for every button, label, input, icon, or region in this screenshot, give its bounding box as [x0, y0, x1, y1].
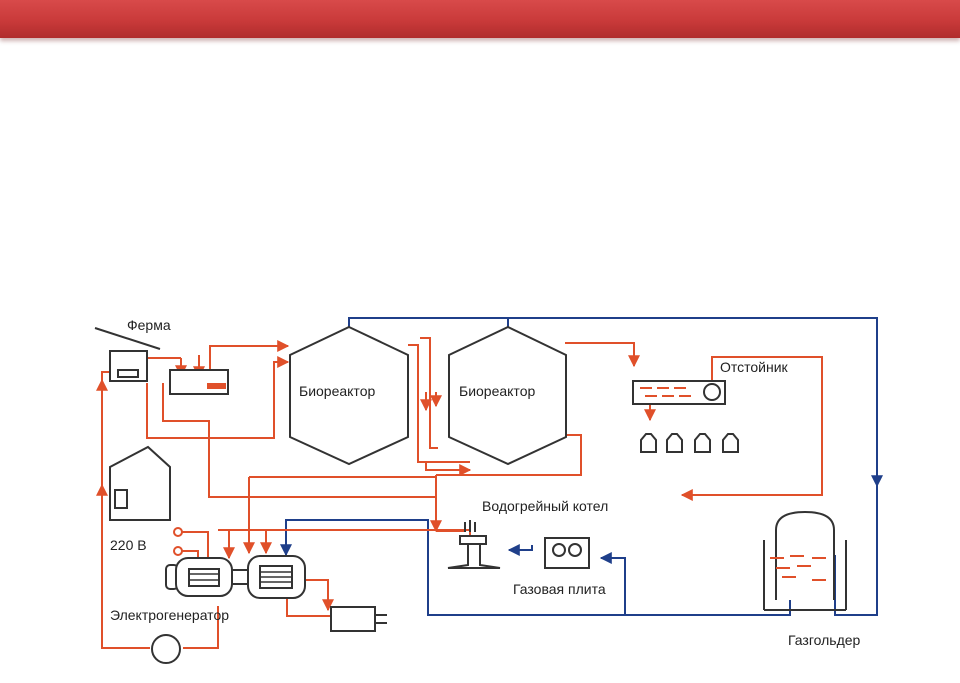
gas-stove [544, 537, 590, 569]
warm-lines [96, 337, 823, 649]
electrogenerator [165, 555, 306, 599]
farm [94, 327, 161, 382]
pump [151, 634, 181, 664]
voltage-label: 220 В [110, 537, 147, 553]
manure-tank [169, 369, 229, 395]
bioreactor-1-label: Биореактор [299, 383, 375, 399]
header-bar [0, 0, 960, 38]
settler [632, 380, 726, 405]
gasholder [763, 510, 847, 611]
generator-label: Электрогенератор [110, 607, 229, 623]
settler-label: Отстойник [720, 359, 789, 375]
house [109, 445, 171, 521]
fertilizer-bags [640, 433, 739, 453]
gas-stove-label: Газовая плита [513, 581, 606, 597]
battery [330, 606, 387, 632]
gasholder-label: Газгольдер [788, 632, 861, 648]
water-heater-boiler [447, 520, 501, 569]
power-terminals [173, 527, 183, 556]
farm-label: Ферма [127, 317, 171, 333]
bioreactor-1 [289, 325, 409, 466]
bioreactor-2-label: Биореактор [459, 383, 535, 399]
bioreactor-2 [448, 325, 567, 466]
boiler-label: Водогрейный котел [482, 498, 608, 514]
